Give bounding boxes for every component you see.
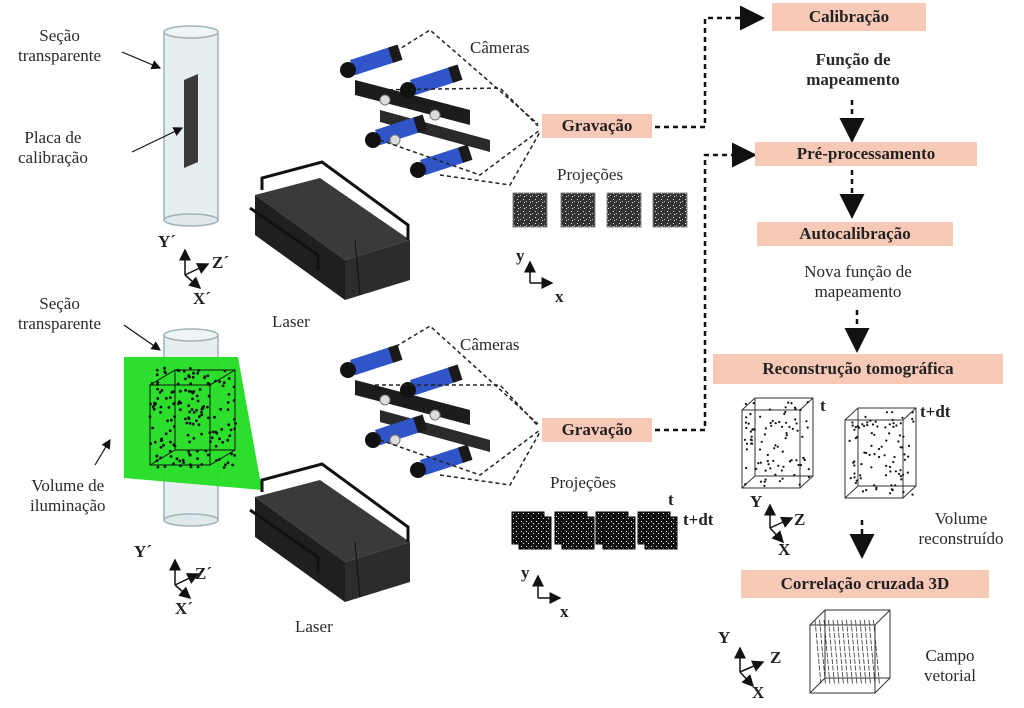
axes-right-field bbox=[734, 646, 765, 688]
axis-x-left-top: X´ bbox=[193, 289, 211, 308]
projection-axes-top bbox=[524, 260, 554, 289]
flow-connectors bbox=[655, 5, 875, 559]
laser-bottom bbox=[249, 462, 410, 602]
axis-y-left-bottom: Y´ bbox=[134, 542, 152, 561]
label-laser-bottom: Laser bbox=[295, 617, 333, 636]
axis-z-left-bottom: Z´ bbox=[195, 564, 212, 583]
calibration-plate bbox=[184, 74, 198, 168]
vector-field-arrows bbox=[814, 619, 880, 684]
camera-view-lines-top bbox=[374, 29, 541, 186]
projections-top bbox=[512, 192, 688, 228]
axis-y-right-field: Y bbox=[718, 628, 731, 647]
camera-rig-top bbox=[340, 44, 490, 178]
box-calibration: Calibração bbox=[772, 3, 926, 31]
box-recording-bottom: Gravação bbox=[542, 418, 652, 442]
camera-view-lines-bottom bbox=[375, 325, 541, 486]
reconstructed-particles bbox=[743, 401, 915, 496]
axis-y-proj-top: y bbox=[516, 246, 525, 265]
box-recording-top: Gravação bbox=[542, 114, 652, 138]
axis-x-proj-bottom: x bbox=[560, 602, 569, 621]
axis-z-right-field: Z bbox=[770, 648, 782, 667]
box-autocalibration: Autocalibração bbox=[757, 222, 953, 246]
label-cameras-top: Câmeras bbox=[470, 38, 530, 57]
axes-right-volume bbox=[764, 503, 794, 544]
projection-axes-bottom bbox=[532, 574, 562, 604]
axis-y-proj-bottom: y bbox=[521, 563, 530, 582]
axis-x-proj-top: x bbox=[555, 287, 564, 306]
label-t-volume: t bbox=[820, 396, 826, 415]
particle-cloud bbox=[148, 366, 238, 469]
label-cameras-bottom: Câmeras bbox=[460, 335, 520, 354]
axis-x-left-bottom: X´ bbox=[175, 599, 193, 618]
box-3d-cross-correlation: Correlação cruzada 3D bbox=[741, 570, 989, 598]
axis-x-right-field: X bbox=[752, 683, 765, 702]
label-tdt-projections: t+dt bbox=[683, 510, 714, 529]
vector-field-box bbox=[809, 609, 891, 694]
projections-bottom bbox=[511, 511, 678, 550]
transparent-section-top bbox=[163, 25, 219, 227]
box-preprocessing: Pré-processamento bbox=[755, 142, 977, 166]
axis-z-left-top: Z´ bbox=[212, 253, 229, 272]
label-tdt-volume: t+dt bbox=[920, 402, 951, 421]
axes-left-top bbox=[179, 248, 210, 289]
axis-y-right-volume: Y bbox=[750, 492, 763, 511]
label-laser-top: Laser bbox=[272, 312, 310, 331]
axis-y-left-top: Y´ bbox=[158, 232, 176, 251]
label-projections-top: Projeções bbox=[557, 165, 624, 184]
axis-z-right-volume: Z bbox=[794, 510, 806, 529]
leader-arrows bbox=[94, 51, 184, 466]
reconstructed-volume-tdt bbox=[844, 407, 917, 499]
label-t-projections: t bbox=[668, 490, 674, 509]
label-projections-bottom: Projeções bbox=[550, 473, 617, 492]
laser-top bbox=[249, 160, 410, 300]
reconstructed-volume-t bbox=[741, 397, 814, 489]
axes-left-bottom bbox=[169, 558, 200, 599]
axis-x-right-volume: X bbox=[778, 540, 791, 559]
camera-rig-bottom bbox=[340, 344, 490, 478]
box-tomographic-reconstruction: Reconstrução tomográfica bbox=[713, 354, 1003, 384]
